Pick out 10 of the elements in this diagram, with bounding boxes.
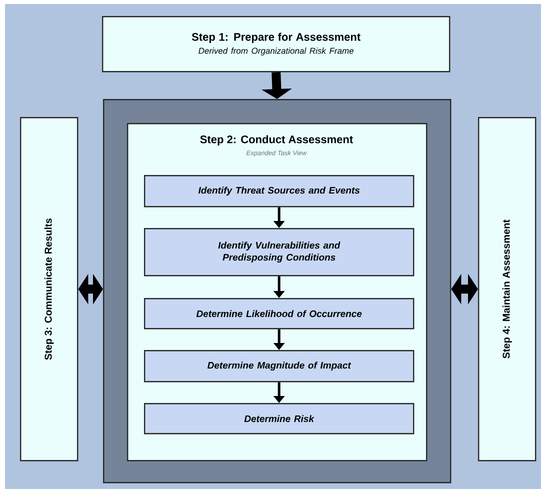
step-box: Step 4: Maintain Assessment [478, 117, 536, 462]
arrow [451, 274, 478, 304]
step-box: Step 1: Prepare for Assessment Derived from Organizational Risk Frame [102, 16, 450, 72]
task-box: Determine Likelihood of Occurrence [144, 298, 414, 330]
step-box: Step 3: Communicate Results [20, 117, 78, 462]
task-box: Identify Vulnerabilities and Predisposing Conditions [144, 228, 414, 276]
task-box: Identify Threat Sources and Events [144, 175, 414, 208]
arrow [78, 274, 103, 304]
task-box: Determine Magnitude of Impact [144, 350, 414, 382]
task-box: Determine Risk [144, 403, 414, 434]
